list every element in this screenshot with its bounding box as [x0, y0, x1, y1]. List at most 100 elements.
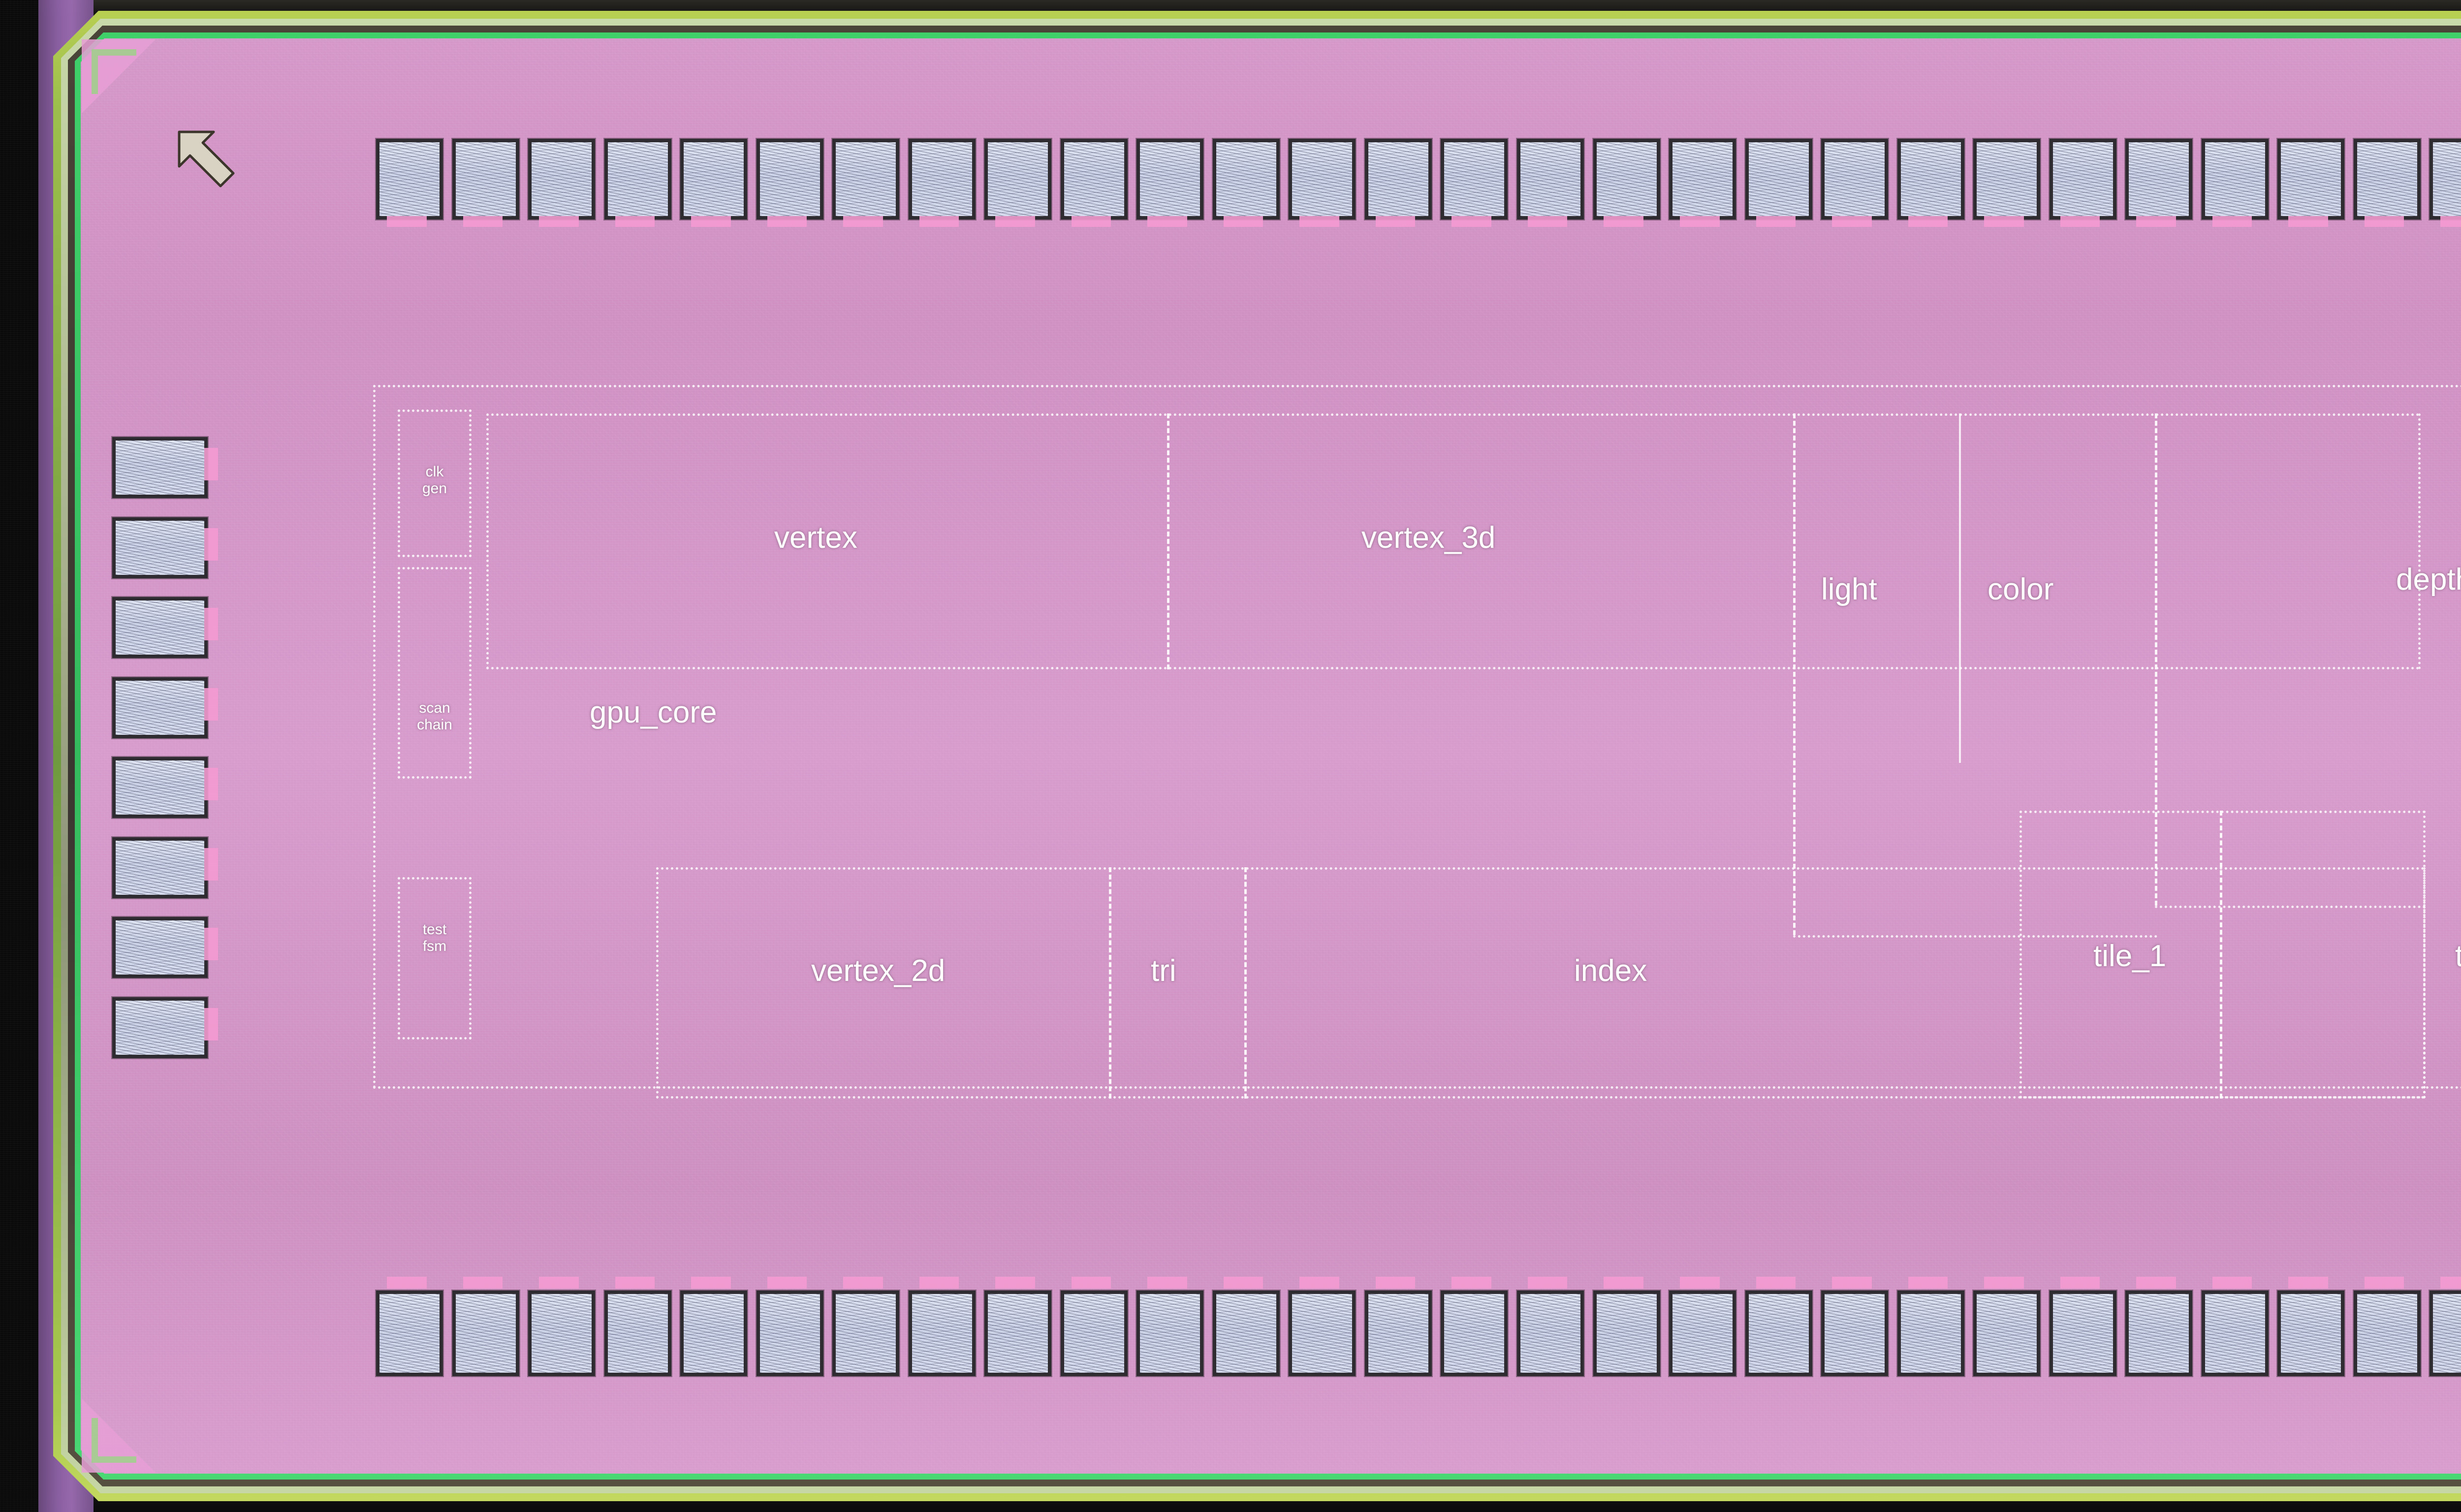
bond-pad-bottom-6[interactable]	[832, 1291, 900, 1376]
pad-stub-left-0	[204, 448, 218, 481]
bond-pad-top-9[interactable]	[1060, 139, 1128, 220]
bond-pad-bottom-13[interactable]	[1364, 1291, 1432, 1376]
bond-pad-bottom-10[interactable]	[1136, 1291, 1204, 1376]
pad-stub-bottom-14	[1451, 1277, 1491, 1289]
pad-stub-bottom-20	[1908, 1277, 1948, 1289]
bond-pad-bottom-0[interactable]	[376, 1291, 443, 1376]
bond-pad-top-16[interactable]	[1593, 139, 1660, 220]
pad-stub-top-10	[1147, 216, 1187, 227]
bond-pad-bottom-23[interactable]	[2125, 1291, 2193, 1376]
block-label-vertex: vertex	[774, 521, 857, 555]
separator-color-depth	[2155, 413, 2157, 906]
block-gpu_core-outline[interactable]	[373, 385, 2461, 1089]
pad-stub-left-7	[204, 1008, 218, 1040]
bond-pad-top-23[interactable]	[2125, 139, 2193, 220]
bond-pad-top-18[interactable]	[1745, 139, 1812, 220]
bond-pad-left-4[interactable]	[112, 757, 208, 819]
bond-pad-top-12[interactable]	[1289, 139, 1356, 220]
pad-stub-bottom-4	[691, 1277, 731, 1289]
bond-pad-bottom-27[interactable]	[2429, 1291, 2461, 1376]
pad-stub-bottom-9	[1071, 1277, 1111, 1289]
bond-pad-bottom-9[interactable]	[1060, 1291, 1128, 1376]
block-label-gpu_core: gpu_core	[590, 695, 717, 729]
bond-pad-bottom-17[interactable]	[1669, 1291, 1736, 1376]
block-label-index: index	[1574, 954, 1647, 988]
pad-stub-top-22	[2060, 216, 2100, 227]
bond-pad-top-25[interactable]	[2277, 139, 2345, 220]
bond-pad-top-3[interactable]	[604, 139, 671, 220]
separator-tile1-tile0	[2220, 811, 2222, 1099]
pad-stub-bottom-15	[1527, 1277, 1568, 1289]
pad-stub-top-17	[1679, 216, 1720, 227]
bond-pad-top-27[interactable]	[2429, 139, 2461, 220]
bond-pad-top-20[interactable]	[1897, 139, 1964, 220]
bond-pad-bottom-26[interactable]	[2353, 1291, 2421, 1376]
bond-pad-bottom-7[interactable]	[908, 1291, 976, 1376]
bond-pad-top-22[interactable]	[2049, 139, 2116, 220]
pad-stub-left-6	[204, 928, 218, 961]
bond-pad-top-0[interactable]	[376, 139, 443, 220]
bond-pad-bottom-25[interactable]	[2277, 1291, 2345, 1376]
bond-pad-left-6[interactable]	[112, 917, 208, 978]
bond-pad-bottom-22[interactable]	[2049, 1291, 2116, 1376]
bond-pad-top-4[interactable]	[680, 139, 748, 220]
clk-gen-line2: gen	[422, 480, 447, 497]
pad-stub-bottom-27	[2440, 1277, 2461, 1289]
bond-pad-bottom-18[interactable]	[1745, 1291, 1812, 1376]
bond-pad-bottom-24[interactable]	[2201, 1291, 2269, 1376]
block-label-test-fsm: test fsm	[398, 921, 472, 954]
bond-pad-bottom-15[interactable]	[1517, 1291, 1584, 1376]
bond-pad-bottom-14[interactable]	[1441, 1291, 1508, 1376]
bond-pad-bottom-2[interactable]	[528, 1291, 596, 1376]
bond-pad-bottom-20[interactable]	[1897, 1291, 1964, 1376]
pad-stub-left-4	[204, 768, 218, 801]
pad-stub-left-3	[204, 688, 218, 721]
bond-pad-top-11[interactable]	[1212, 139, 1280, 220]
bond-pad-left-5[interactable]	[112, 837, 208, 898]
clk-gen-line1: clk	[425, 464, 444, 480]
bond-pad-bottom-21[interactable]	[1973, 1291, 2041, 1376]
bond-pad-left-0[interactable]	[112, 437, 208, 499]
bond-pad-left-7[interactable]	[112, 997, 208, 1058]
bond-pad-bottom-11[interactable]	[1212, 1291, 1280, 1376]
separator-light-color	[1959, 413, 1961, 763]
bond-pad-top-19[interactable]	[1821, 139, 1889, 220]
bond-pad-bottom-12[interactable]	[1289, 1291, 1356, 1376]
upper-partition-outline[interactable]	[486, 413, 2421, 669]
pad-stub-bottom-19	[1832, 1277, 1872, 1289]
bond-pad-left-3[interactable]	[112, 677, 208, 738]
bond-pad-bottom-8[interactable]	[984, 1291, 1052, 1376]
block-label-depth: depth	[2396, 563, 2461, 597]
bond-pad-bottom-5[interactable]	[756, 1291, 823, 1376]
bond-pad-top-13[interactable]	[1364, 139, 1432, 220]
pad-stub-bottom-8	[995, 1277, 1035, 1289]
bond-pad-left-1[interactable]	[112, 517, 208, 578]
bond-pad-top-7[interactable]	[908, 139, 976, 220]
bond-pad-top-1[interactable]	[452, 139, 519, 220]
bond-pad-top-2[interactable]	[528, 139, 596, 220]
bond-pad-top-17[interactable]	[1669, 139, 1736, 220]
bond-pad-bottom-3[interactable]	[604, 1291, 671, 1376]
block-clk-gen-outline[interactable]	[398, 410, 472, 557]
bond-pad-top-14[interactable]	[1441, 139, 1508, 220]
block-test-fsm-outline[interactable]	[398, 877, 472, 1040]
pad-stub-bottom-3	[615, 1277, 655, 1289]
bond-pad-bottom-19[interactable]	[1821, 1291, 1889, 1376]
bond-pad-top-26[interactable]	[2353, 139, 2421, 220]
pad-stub-top-25	[2288, 216, 2328, 227]
tile-partition-outline[interactable]	[2019, 811, 2426, 1099]
pad-stub-top-24	[2212, 216, 2252, 227]
bond-pad-bottom-4[interactable]	[680, 1291, 748, 1376]
bond-pad-top-24[interactable]	[2201, 139, 2269, 220]
bond-pad-left-2[interactable]	[112, 597, 208, 659]
bond-pad-top-8[interactable]	[984, 139, 1052, 220]
bond-pad-top-6[interactable]	[832, 139, 900, 220]
bond-pad-top-5[interactable]	[756, 139, 823, 220]
bond-pad-bottom-16[interactable]	[1593, 1291, 1660, 1376]
bond-pad-top-21[interactable]	[1973, 139, 2041, 220]
pad-stub-left-1	[204, 528, 218, 561]
bond-pad-bottom-1[interactable]	[452, 1291, 519, 1376]
bond-pad-top-10[interactable]	[1136, 139, 1204, 220]
block-scan-chain-outline[interactable]	[398, 567, 472, 779]
bond-pad-top-15[interactable]	[1517, 139, 1584, 220]
